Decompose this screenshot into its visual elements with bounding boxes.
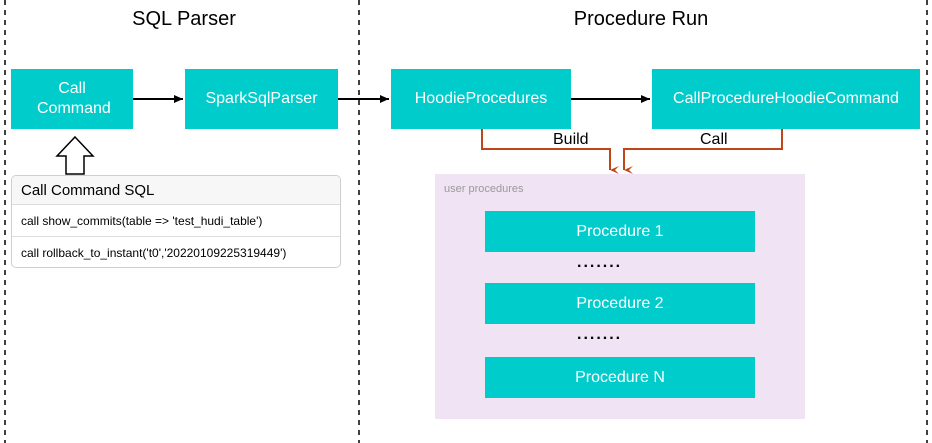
sql-parser-title: SQL Parser bbox=[132, 8, 236, 30]
procedure-n-node: Procedure N bbox=[485, 357, 755, 398]
procedure-1-label: Procedure 1 bbox=[576, 222, 664, 240]
sql-row-rollback: call rollback_to_instant('t0','202201092… bbox=[21, 246, 287, 260]
spark-sql-parser-node: SparkSqlParser bbox=[185, 69, 338, 129]
call-edge bbox=[623, 129, 783, 174]
procedure-2-node: Procedure 2 bbox=[485, 283, 755, 324]
ellipsis-2: ....... bbox=[577, 326, 623, 343]
call-procedure-hoodie-command-node: CallProcedureHoodieCommand bbox=[652, 69, 920, 129]
call-command-node: Call Command bbox=[11, 69, 133, 129]
call-procedure-hoodie-command-label: CallProcedureHoodieCommand bbox=[673, 90, 899, 107]
procedure-n-label: Procedure N bbox=[575, 368, 665, 386]
ellipsis-1: ....... bbox=[577, 254, 623, 271]
procedure-2-label: Procedure 2 bbox=[576, 294, 664, 312]
procedure-run-title: Procedure Run bbox=[573, 8, 709, 30]
hoodie-procedures-node: HoodieProcedures bbox=[391, 69, 571, 129]
call-command-label: Call Command bbox=[37, 80, 111, 117]
hollow-up-arrow bbox=[55, 135, 95, 175]
hoodie-procedures-label: HoodieProcedures bbox=[414, 90, 548, 107]
sql-panel-header: Call Command SQL bbox=[12, 176, 340, 205]
build-edge bbox=[481, 129, 619, 174]
sql-row-show-commits: call show_commits(table => 'test_hudi_ta… bbox=[12, 205, 340, 237]
call-edge-label: Call bbox=[700, 131, 728, 148]
procedure-1-node: Procedure 1 bbox=[485, 211, 755, 252]
spark-sql-parser-label: SparkSqlParser bbox=[205, 90, 318, 107]
build-edge-label: Build bbox=[553, 131, 589, 148]
call-command-sql-panel: Call Command SQL call show_commits(table… bbox=[11, 175, 341, 268]
user-procedures-label: user procedures bbox=[444, 183, 524, 195]
